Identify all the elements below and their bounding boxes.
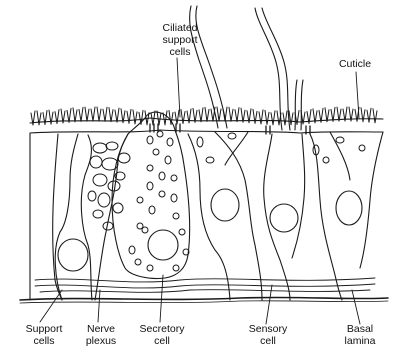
vacuole xyxy=(93,174,107,186)
vacuole xyxy=(98,193,110,207)
vacuole xyxy=(167,138,173,146)
vacuole xyxy=(88,191,96,201)
microvillus xyxy=(283,111,287,125)
microvillus xyxy=(97,107,101,121)
microvillus xyxy=(331,107,335,121)
microvillus xyxy=(259,110,263,124)
vacuole xyxy=(165,156,171,164)
microvillus xyxy=(271,111,275,125)
sensory-cell xyxy=(292,134,305,258)
vacuole xyxy=(159,172,165,180)
sensory-cilium xyxy=(262,8,290,130)
microvillus xyxy=(79,107,83,121)
vacuole xyxy=(336,137,344,143)
vacuole xyxy=(106,142,118,150)
vacuole xyxy=(135,259,141,265)
nerve-plexus-fibers xyxy=(35,278,375,282)
secretory-cell-nucleus xyxy=(148,230,178,260)
microvillus xyxy=(175,110,179,124)
plexus-cell xyxy=(81,134,128,300)
microvillus xyxy=(181,110,185,124)
vacuole xyxy=(179,229,185,235)
microvillus xyxy=(211,107,215,121)
label-basal-lamina: Basal lamina xyxy=(332,323,388,347)
microvillus xyxy=(133,110,137,124)
ciliated-support-cell xyxy=(215,132,262,300)
support-cell-nucleus xyxy=(58,239,88,271)
label-secretory-cell: Secretory cell xyxy=(130,323,194,347)
microvillus xyxy=(205,107,209,121)
label-ciliated-support-cells: Ciliated support cells xyxy=(140,22,220,58)
vacuole xyxy=(93,210,103,218)
microvillus xyxy=(73,108,77,122)
microvillus xyxy=(373,109,377,123)
vacuole xyxy=(159,191,165,197)
vacuoles-group xyxy=(88,131,365,271)
label-sensory-cell: Sensory cell xyxy=(238,323,298,347)
microvillus xyxy=(103,107,107,121)
microvillus xyxy=(109,108,113,122)
support-cell xyxy=(310,134,342,300)
ciliated-cell-nucleus xyxy=(211,189,239,221)
microvilli-group xyxy=(31,107,377,125)
microvillus xyxy=(367,108,371,122)
vacuole xyxy=(206,157,214,163)
vacuole xyxy=(147,165,153,171)
label-nerve-plexus: Nerve plexus xyxy=(76,323,126,347)
vacuole xyxy=(228,133,236,139)
microvillus xyxy=(163,111,167,125)
microvillus xyxy=(337,107,341,121)
microvillus xyxy=(67,108,71,122)
ciliated-support-cell xyxy=(188,134,230,300)
vacuole xyxy=(197,137,203,147)
label-cuticle: Cuticle xyxy=(325,58,385,70)
nerve-plexus-fibers xyxy=(35,284,375,288)
sensory-cell xyxy=(264,134,290,300)
microvillus xyxy=(85,107,89,121)
microvillus xyxy=(229,107,233,121)
nerve-plexus-fibers xyxy=(40,290,370,293)
vacuole xyxy=(171,175,177,181)
microvillus xyxy=(361,108,365,122)
microvillus xyxy=(91,107,95,121)
sensory-cell-nucleus xyxy=(270,204,298,232)
microvillus xyxy=(199,108,203,122)
basal-lamina xyxy=(20,297,388,300)
microvillus xyxy=(127,109,131,123)
vacuole xyxy=(90,156,102,168)
vacuole xyxy=(171,194,177,202)
support-cell xyxy=(30,133,62,300)
label-support-cells: Support cells xyxy=(14,323,74,347)
vacuole xyxy=(149,206,155,214)
vacuole xyxy=(147,265,153,271)
microvillus xyxy=(253,109,257,123)
vacuole xyxy=(323,157,329,163)
microvillus xyxy=(115,108,119,122)
vacuole xyxy=(147,136,153,144)
basal-lamina xyxy=(20,301,388,303)
vacuole xyxy=(129,246,135,254)
support-cell-nucleus xyxy=(336,191,362,225)
vacuole xyxy=(113,203,123,213)
vacuole xyxy=(147,182,153,190)
vacuole xyxy=(173,265,179,271)
microvillus xyxy=(217,107,221,121)
vacuole xyxy=(118,153,130,163)
microvillus xyxy=(235,108,239,122)
vacuole xyxy=(137,197,143,203)
vacuole xyxy=(359,145,365,151)
vacuole xyxy=(93,143,107,153)
support-cell xyxy=(360,132,383,268)
vacuole xyxy=(142,227,148,233)
microvillus xyxy=(265,110,269,124)
vacuole xyxy=(153,149,159,155)
support-cell xyxy=(55,134,78,300)
vacuole xyxy=(173,213,179,219)
support-cell xyxy=(330,132,350,180)
